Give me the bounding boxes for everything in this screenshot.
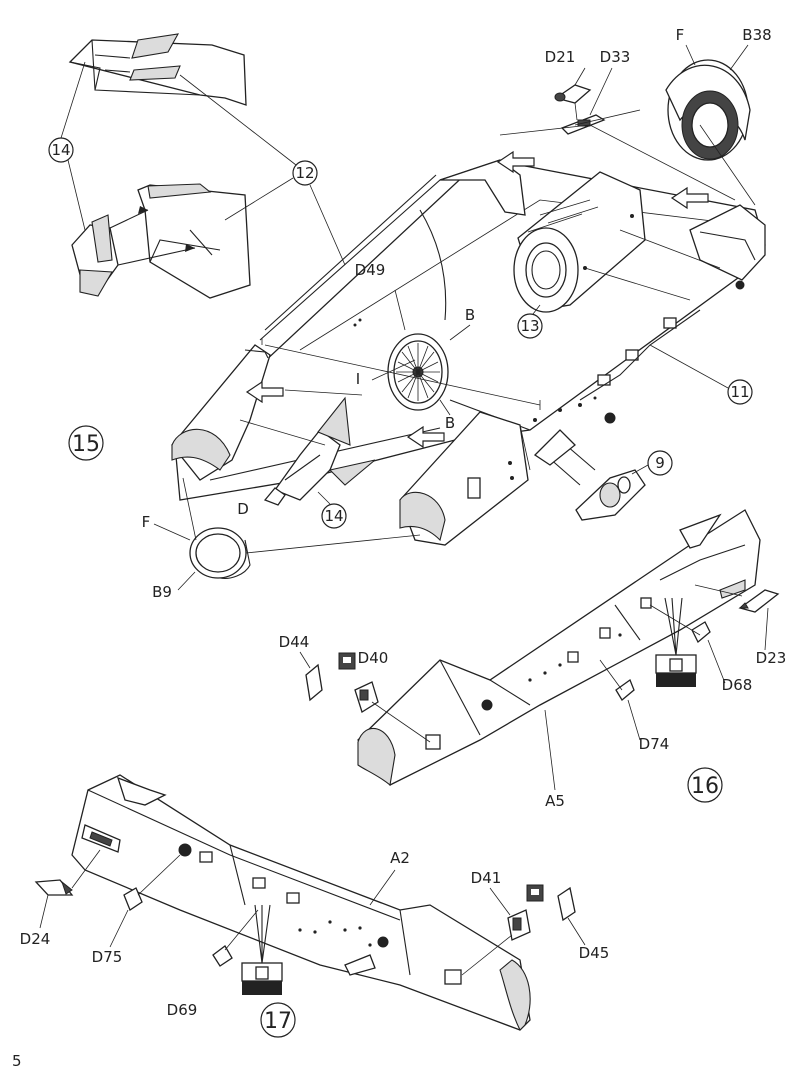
part-d68 (691, 621, 711, 644)
step-15-number: 15 (72, 432, 100, 457)
step-15: 15 (68, 425, 104, 461)
part-d21 (554, 84, 592, 104)
label-a2: A2 (390, 849, 410, 867)
callout-12-label: 12 (295, 164, 314, 182)
engine-front-cone (399, 411, 531, 546)
label-b38: B38 (742, 26, 771, 44)
part-d75 (123, 887, 143, 911)
tail-inset-exploded (71, 183, 251, 299)
part-d23 (738, 589, 780, 613)
label-b-lower: B (445, 414, 455, 432)
callout-13: 13 (517, 304, 543, 339)
leader-lines-15 (182, 102, 756, 554)
part-d69 (212, 945, 233, 967)
callout-14-main-label: 14 (324, 507, 343, 525)
fuselage-step16 (357, 509, 761, 787)
label-f-bottom: F (142, 513, 151, 531)
indicator-icon-17 (526, 884, 544, 902)
indicator-icon-16 (338, 652, 356, 670)
label-d69: D69 (167, 1001, 198, 1019)
callout-11: 11 (649, 344, 753, 405)
intake-ring-b9 (189, 527, 251, 579)
callout-9-label: 9 (655, 454, 665, 472)
page-number: 5 (12, 1052, 22, 1070)
engine-tube-13 (513, 171, 646, 313)
callout-11-label: 11 (730, 383, 749, 401)
missile-14 (263, 396, 376, 506)
part-9 (533, 429, 646, 521)
exhaust-ring-b38 (665, 59, 751, 161)
label-d49: D49 (355, 261, 386, 279)
label-b9: B9 (152, 583, 172, 601)
label-d75: D75 (92, 948, 123, 966)
label-f-top: F (676, 26, 685, 44)
label-d41: D41 (471, 869, 502, 887)
part-d44 (305, 663, 323, 702)
step-17: 17 (260, 1002, 296, 1038)
drill-icon-17 (241, 904, 283, 995)
part-d24 (34, 879, 74, 896)
drill-icon-16 (655, 597, 697, 687)
label-d33: D33 (600, 48, 631, 66)
part-d74 (615, 678, 635, 701)
fan-disc-d49 (387, 333, 449, 411)
label-b-upper: B (465, 306, 475, 324)
tail-inset-assembled (68, 33, 247, 106)
part-d45 (557, 886, 576, 922)
label-d21: D21 (545, 48, 576, 66)
callout-14-inset: 14 (48, 61, 86, 231)
step-16-number: 16 (691, 774, 719, 799)
part-d41 (507, 909, 531, 941)
label-d45: D45 (579, 944, 610, 962)
callout-12: 12 (179, 74, 346, 266)
label-a5: A5 (545, 792, 565, 810)
callout-13-label: 13 (520, 317, 539, 335)
direction-arrows (245, 150, 709, 449)
label-d23: D23 (756, 649, 787, 667)
step-17-number: 17 (264, 1009, 292, 1034)
label-i: I (356, 370, 360, 388)
label-d24: D24 (20, 930, 51, 948)
callout-14-inset-label: 14 (51, 141, 70, 159)
label-d68: D68 (722, 676, 753, 694)
label-d74: D74 (639, 735, 670, 753)
label-d: D (237, 500, 249, 518)
part-d33 (560, 114, 606, 135)
label-d44: D44 (279, 633, 310, 651)
label-d40: D40 (358, 649, 389, 667)
step-16: 16 (687, 767, 723, 803)
callout-14-main: 14 (317, 491, 347, 529)
fuselage-step17 (71, 774, 531, 1031)
part-d40 (354, 681, 379, 713)
callout-9: 9 (631, 450, 673, 476)
